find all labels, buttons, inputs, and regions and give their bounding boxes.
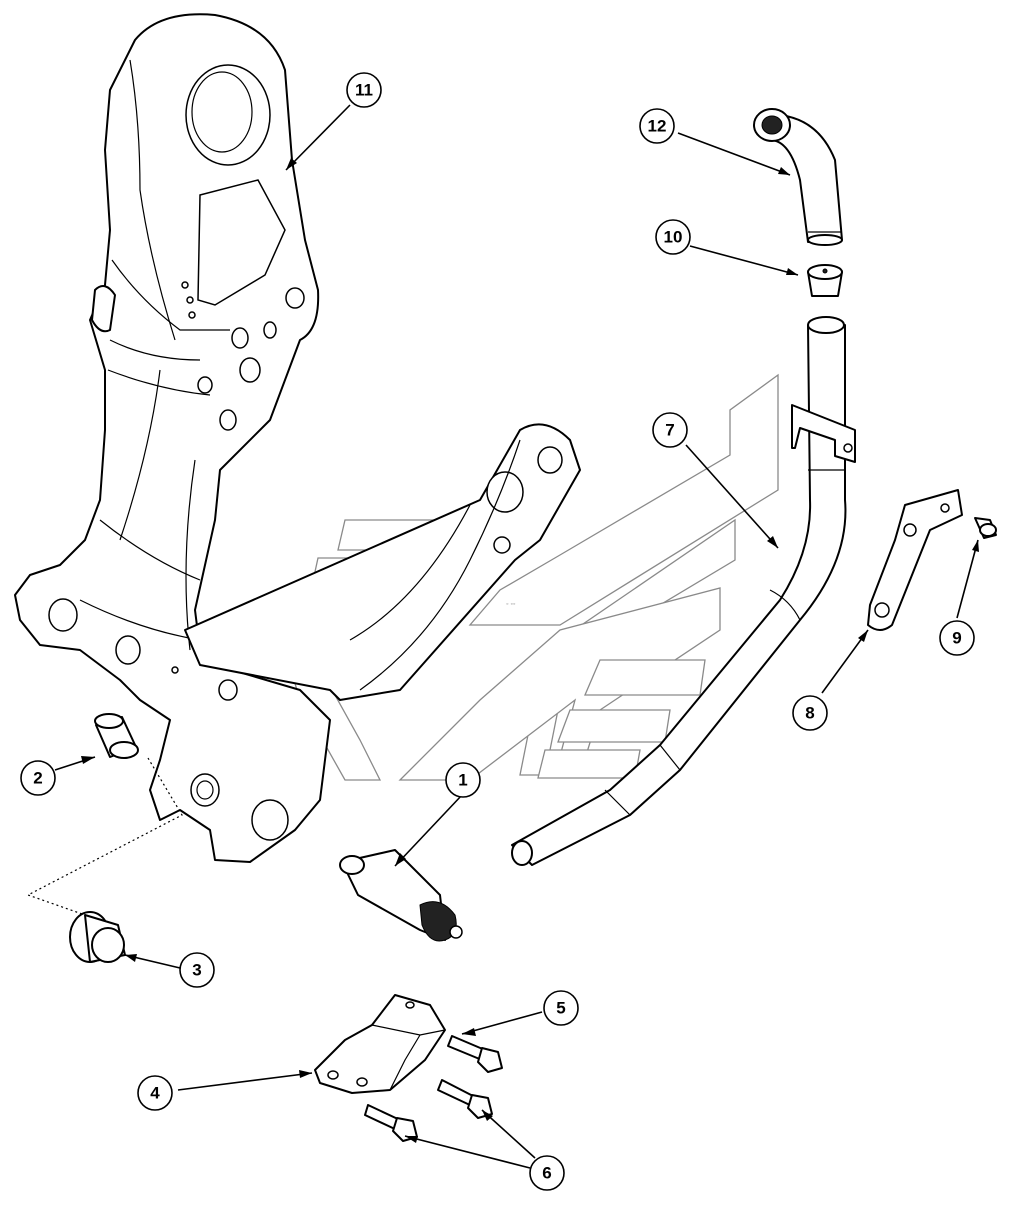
curved-pipe-part [753, 108, 843, 246]
callout-2: 2 [20, 760, 56, 796]
frame-arm-part [14, 13, 331, 863]
callout-5: 5 [543, 990, 579, 1026]
svg-text:6: 6 [542, 1164, 551, 1183]
bushing-part [94, 713, 139, 759]
svg-text:◦ ◦◦: ◦ ◦◦ [506, 601, 515, 608]
callout-11: 11 [346, 72, 382, 108]
callout-10: 10 [655, 219, 691, 255]
callout-4: 4 [137, 1075, 173, 1111]
callout-7: 7 [652, 412, 688, 448]
bolt-6b-part [364, 1104, 418, 1142]
bolt-5-part [447, 1035, 503, 1073]
tube-part [511, 316, 856, 866]
svg-text:12: 12 [648, 117, 667, 136]
svg-text:1: 1 [458, 771, 467, 790]
svg-text:10: 10 [664, 228, 683, 247]
callout-3: 3 [179, 952, 215, 988]
pin-part [339, 849, 463, 942]
svg-text:2: 2 [33, 769, 42, 788]
svg-text:3: 3 [192, 961, 201, 980]
callout-1: 1 [445, 762, 481, 798]
cap-part [807, 264, 843, 297]
svg-text:11: 11 [355, 81, 373, 100]
link-arm-part [184, 423, 581, 701]
clamp-block-part [314, 994, 446, 1094]
small-bolt-part [974, 517, 997, 539]
svg-text:5: 5 [556, 999, 565, 1018]
svg-text:8: 8 [805, 704, 814, 723]
svg-text:7: 7 [665, 421, 674, 440]
svg-text:9: 9 [952, 629, 961, 648]
callout-12: 12 [639, 108, 675, 144]
callout-8: 8 [792, 695, 828, 731]
callout-9: 9 [939, 620, 975, 656]
assembly-dotted-line [26, 757, 183, 916]
bracket-part [867, 489, 963, 631]
svg-text:4: 4 [150, 1084, 160, 1103]
leader-lines [54, 104, 979, 1169]
callout-6: 6 [529, 1155, 565, 1191]
flanged-bushing-part [69, 911, 126, 963]
watermark-logo: ◦ ◦◦ [284, 373, 779, 781]
